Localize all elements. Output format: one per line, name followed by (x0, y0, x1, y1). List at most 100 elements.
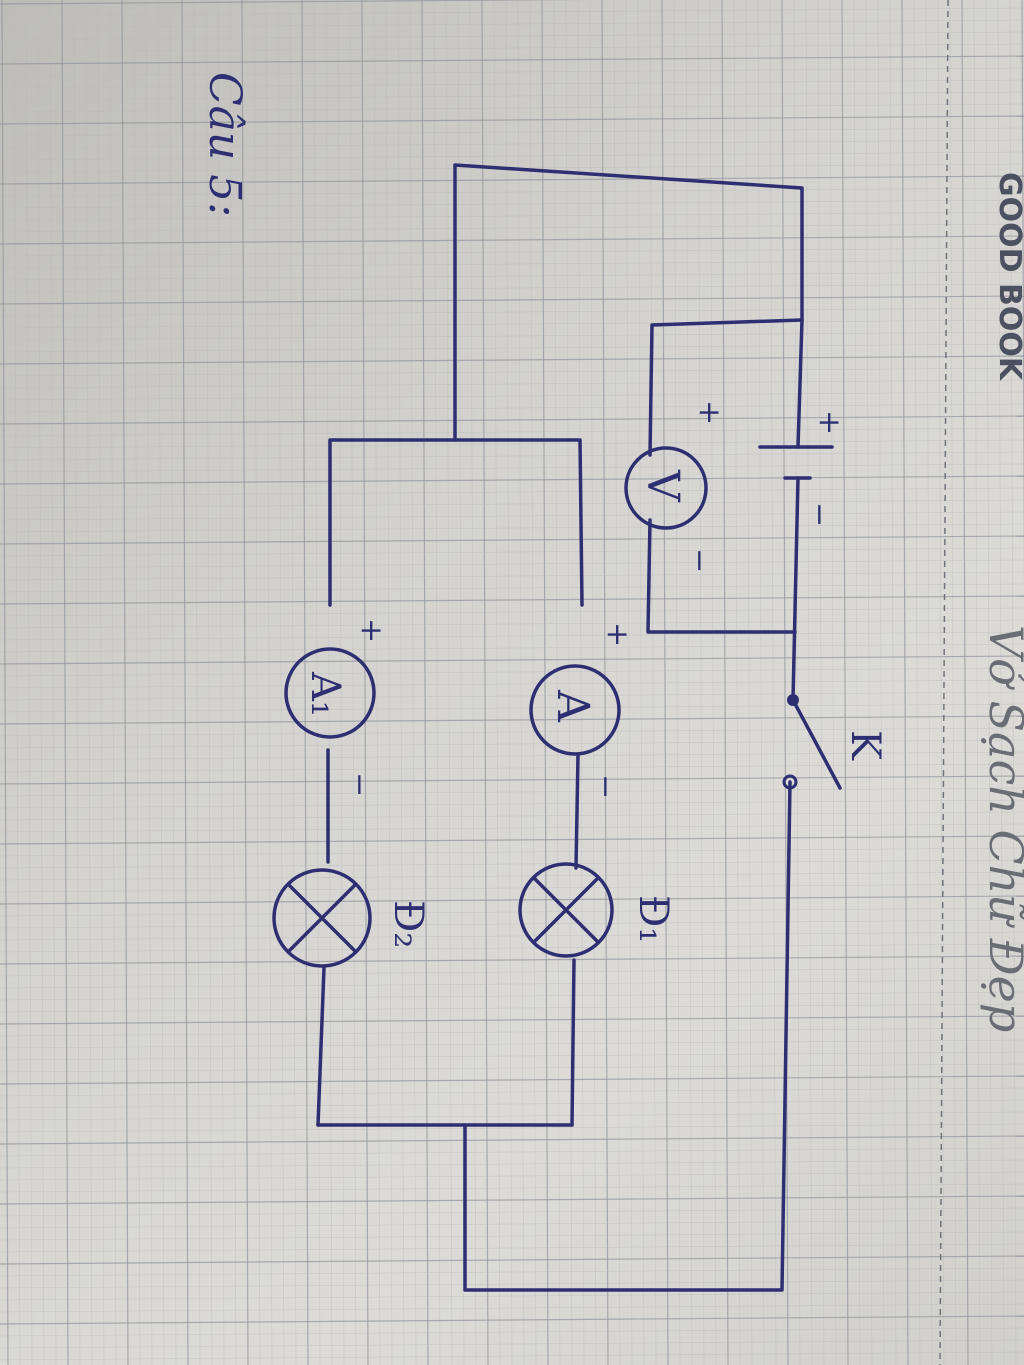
switch-label: K (842, 730, 888, 761)
grid-line (0, 391, 1024, 401)
ammeter-main-plus-label: + (600, 622, 635, 647)
grid-line (229, 0, 237, 1365)
grid-line (0, 307, 1024, 317)
grid-line (949, 0, 957, 1365)
ammeter-main-label: A (547, 689, 598, 723)
grid-line (0, 283, 1024, 293)
grid-line (49, 0, 57, 1365)
grid-line (0, 679, 1024, 689)
grid-line (0, 691, 1024, 701)
wire-branch-1 (570, 753, 580, 1127)
grid-line (0, 1159, 1024, 1169)
grid-line (85, 0, 93, 1365)
grid-line (0, 211, 1024, 221)
grid-line (0, 43, 1024, 53)
wire-top-loop (453, 163, 804, 442)
voltmeter: V + − (624, 400, 727, 573)
grid-line (0, 259, 1024, 269)
question-heading: Câu 5: (199, 72, 250, 217)
grid-line (0, 847, 1024, 857)
wire-bottom-loop (463, 780, 792, 1292)
grid-line (0, 1135, 1024, 1145)
grid-line (625, 0, 633, 1365)
grid-line (0, 1075, 1024, 1085)
grid-line (0, 7, 1024, 17)
grid-line (445, 0, 453, 1365)
grid-line (253, 0, 261, 1365)
margin-line (939, 0, 949, 1365)
grid-line (169, 0, 177, 1365)
grid-line (0, 415, 1024, 425)
grid-line (745, 0, 753, 1365)
grid-line (0, 1183, 1024, 1193)
grid-line (0, 499, 1024, 509)
grid-line (0, 1171, 1024, 1181)
grid-line (397, 0, 405, 1365)
ammeter-main-minus-label: − (588, 774, 623, 799)
grid-line (145, 0, 153, 1365)
grid-line (0, 643, 1024, 653)
grid-line (0, 175, 1024, 185)
grid-line (973, 0, 981, 1365)
grid-line (61, 0, 69, 1365)
grid-line (0, 619, 1024, 629)
grid-line (0, 1003, 1024, 1013)
grid-line (0, 127, 1024, 137)
grid-line (0, 1099, 1024, 1109)
grid-line (0, 0, 589, 5)
ammeter-branch: A₁ + − (284, 618, 389, 797)
grid-line (0, 703, 1024, 713)
grid-line (925, 0, 933, 1365)
grid-line (0, 1267, 1024, 1277)
grid-line (0, 1051, 1024, 1061)
battery-cell: + − (758, 410, 847, 527)
grid-line (637, 0, 645, 1365)
grid-line (0, 403, 1024, 413)
grid-line (1021, 0, 1024, 592)
grid-line (0, 1219, 1024, 1229)
grid-line (997, 0, 1005, 1365)
ammeter-main: A + − (529, 622, 635, 799)
grid-line (121, 0, 129, 1365)
grid-line (157, 0, 165, 1365)
grid-line (0, 31, 1024, 41)
battery-plus-label: + (812, 410, 847, 435)
grid-line (0, 1111, 1024, 1121)
grid-line (457, 0, 465, 1365)
grid-line (0, 763, 1024, 773)
grid-line (0, 883, 1024, 893)
grid-line (0, 535, 1024, 545)
grid-line (0, 727, 1024, 737)
grid-line (0, 1063, 1024, 1073)
grid-line (0, 775, 1024, 785)
grid-line (0, 919, 1024, 929)
grid-line (0, 487, 1024, 497)
grid-line (277, 0, 285, 1365)
grid-line (0, 559, 1024, 569)
grid-line (0, 103, 1024, 113)
grid-line (217, 0, 225, 1365)
ammeter-branch-label: A₁ (302, 671, 348, 717)
grid-line (0, 667, 1024, 677)
wire-branch-2 (316, 748, 330, 1127)
grid-line (0, 139, 1024, 149)
voltmeter-minus-label: − (682, 548, 717, 573)
switch-k: K (782, 694, 888, 790)
grid-line (0, 463, 1024, 473)
grid-line (0, 1255, 1024, 1265)
grid-line (349, 0, 357, 1365)
grid-line (0, 955, 1024, 965)
grid-line (985, 0, 993, 1365)
grid-line (0, 271, 1024, 281)
grid-line (37, 0, 45, 1365)
grid-line (0, 19, 1024, 29)
grid-line (0, 547, 1024, 557)
grid-line (421, 0, 429, 1365)
grid-line (0, 55, 1024, 65)
grid-line (613, 0, 621, 1365)
grid-line (469, 0, 477, 1365)
grid-line (0, 787, 1024, 797)
grid-line (0, 823, 1024, 833)
grid-line (0, 1195, 1024, 1205)
